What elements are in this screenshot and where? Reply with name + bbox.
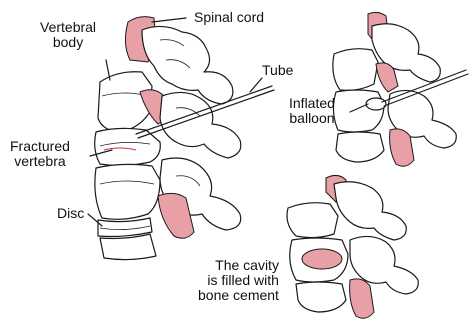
br-upper-posterior	[334, 182, 406, 240]
lower-vertebral-body	[95, 164, 160, 219]
inflated-balloon-label: Inflated balloon	[289, 96, 335, 126]
tr-mid-body	[333, 90, 384, 132]
br-upper-body	[287, 203, 338, 238]
mid-posterior-elements	[160, 92, 241, 158]
tube-label: Tube	[262, 63, 293, 78]
cord-br-bottom	[350, 279, 374, 318]
spinal-cord-leader	[152, 18, 186, 22]
main-spine-illustration	[95, 17, 274, 260]
cement-spine-illustration	[287, 175, 418, 318]
tr-lower-body	[336, 132, 384, 162]
bone-cement-label: The cavity is filled with bone cement	[198, 258, 279, 303]
inflated-balloon-shape	[366, 98, 386, 110]
vertebral-body-label: Vertebral body	[40, 20, 96, 50]
br-lower-body	[296, 282, 346, 312]
fractured-vertebra-label: Fractured vertebra	[10, 139, 70, 169]
disc-label: Disc	[57, 206, 84, 221]
spinal-cord-label: Spinal cord	[194, 10, 264, 25]
balloon-spine-illustration	[333, 12, 468, 166]
tr-upper-body	[333, 49, 378, 91]
bottom-vertebral-body	[100, 234, 156, 260]
bone-cement-fill	[302, 249, 342, 269]
